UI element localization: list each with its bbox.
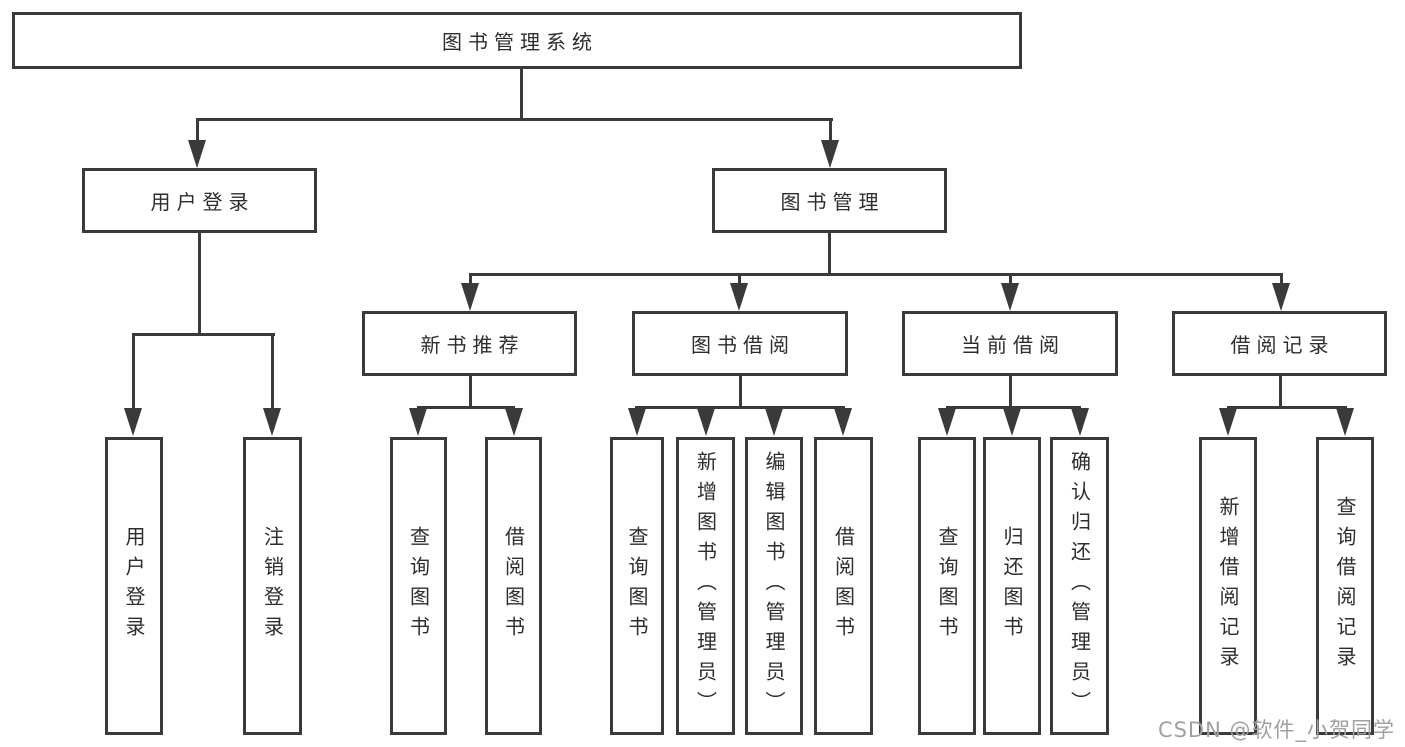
connector-bar bbox=[946, 406, 1081, 409]
arrowhead-down-icon bbox=[1219, 408, 1237, 436]
node-user-login: 用户登录 bbox=[82, 168, 317, 233]
connector-stem bbox=[1278, 376, 1282, 406]
node-leaf-add-books-admin: 新增图书（管理员） bbox=[676, 437, 735, 735]
connector-drop bbox=[131, 336, 135, 411]
arrowhead-down-icon bbox=[1071, 408, 1089, 436]
connector-stem bbox=[738, 376, 742, 406]
node-label: 用户登录 bbox=[122, 526, 146, 646]
connector-drop bbox=[737, 276, 741, 286]
arrowhead-down-icon bbox=[1272, 283, 1290, 311]
node-leaf-query-borrow-record: 查询借阅记录 bbox=[1316, 437, 1374, 735]
node-label: 图书借阅 bbox=[691, 333, 795, 357]
arrowhead-down-icon bbox=[697, 408, 715, 436]
node-leaf-return-books: 归还图书 bbox=[983, 437, 1041, 735]
arrowhead-down-icon bbox=[938, 408, 956, 436]
connector-stem bbox=[468, 376, 472, 406]
arrowhead-down-icon bbox=[1001, 283, 1019, 311]
node-label: 查询图书 bbox=[625, 526, 649, 646]
connector-stem bbox=[519, 69, 523, 118]
arrowhead-down-icon bbox=[124, 408, 142, 436]
node-label: 编辑图书（管理员） bbox=[762, 451, 786, 721]
connector-drop bbox=[195, 121, 199, 143]
node-leaf-query-books-recommend: 查询图书 bbox=[390, 437, 447, 735]
node-label: 查询图书 bbox=[406, 526, 431, 646]
node-label: 用户登录 bbox=[150, 190, 255, 214]
connector-drop bbox=[1279, 276, 1283, 286]
node-book-borrowing: 图书借阅 bbox=[632, 311, 848, 376]
node-leaf-query-books-current: 查询图书 bbox=[918, 437, 976, 735]
node-label: 新增图书（管理员） bbox=[693, 451, 718, 721]
node-leaf-confirm-return-admin: 确认归还（管理员） bbox=[1050, 437, 1109, 735]
connector-bar bbox=[1227, 406, 1347, 409]
arrowhead-down-icon bbox=[730, 283, 748, 311]
node-label: 图书管理 bbox=[780, 190, 885, 214]
node-new-book-recommendation: 新书推荐 bbox=[362, 311, 577, 376]
connector-bar bbox=[196, 118, 833, 121]
node-label: 当前借阅 bbox=[961, 333, 1065, 357]
connector-drop bbox=[828, 121, 832, 143]
node-label: 注销登录 bbox=[260, 526, 285, 646]
arrowhead-down-icon bbox=[188, 140, 206, 168]
node-leaf-borrow-books: 借阅图书 bbox=[814, 437, 873, 735]
connector-bar bbox=[132, 333, 275, 336]
node-label: 借阅图书 bbox=[501, 526, 526, 646]
connector-stem bbox=[197, 233, 201, 333]
arrowhead-down-icon bbox=[1003, 408, 1021, 436]
node-leaf-logout: 注销登录 bbox=[243, 437, 302, 735]
node-leaf-add-borrow-record: 新增借阅记录 bbox=[1199, 437, 1257, 735]
node-label: 借阅记录 bbox=[1230, 333, 1335, 357]
arrowhead-down-icon bbox=[834, 408, 852, 436]
connector-drop bbox=[1008, 276, 1012, 286]
node-label: 确认归还（管理员） bbox=[1067, 451, 1092, 721]
node-borrowing-records: 借阅记录 bbox=[1172, 311, 1387, 376]
arrowhead-down-icon bbox=[461, 283, 479, 311]
node-label: 查询借阅记录 bbox=[1333, 496, 1357, 676]
arrowhead-down-icon bbox=[628, 408, 646, 436]
node-label: 归还图书 bbox=[1000, 526, 1024, 646]
arrowhead-down-icon bbox=[821, 140, 839, 168]
node-label: 图书管理系统 bbox=[442, 30, 598, 54]
node-label: 查询图书 bbox=[935, 526, 959, 646]
arrowhead-down-icon bbox=[263, 408, 281, 436]
connector-stem bbox=[827, 233, 831, 273]
connector-bar bbox=[635, 406, 845, 409]
watermark: CSDN @软件_小贺同学 bbox=[1157, 718, 1395, 742]
connector-drop bbox=[270, 336, 274, 411]
arrowhead-down-icon bbox=[765, 408, 783, 436]
node-label: 新增借阅记录 bbox=[1216, 496, 1240, 676]
connector-drop bbox=[468, 276, 472, 286]
node-library-management-system: 图书管理系统 bbox=[12, 12, 1022, 69]
node-label: 借阅图书 bbox=[831, 526, 856, 646]
arrowhead-down-icon bbox=[409, 408, 427, 436]
connector-stem bbox=[1008, 376, 1012, 406]
node-label: 新书推荐 bbox=[420, 333, 525, 357]
arrowhead-down-icon bbox=[505, 408, 523, 436]
node-leaf-edit-books-admin: 编辑图书（管理员） bbox=[745, 437, 803, 735]
node-current-borrowing: 当前借阅 bbox=[902, 311, 1118, 376]
connector-bar bbox=[469, 273, 1283, 276]
node-leaf-user-login: 用户登录 bbox=[105, 437, 163, 735]
connector-bar bbox=[417, 406, 515, 409]
node-leaf-borrow-books-recommend: 借阅图书 bbox=[485, 437, 542, 735]
arrowhead-down-icon bbox=[1336, 408, 1354, 436]
node-book-management: 图书管理 bbox=[712, 168, 947, 233]
node-leaf-query-books-borrowing: 查询图书 bbox=[610, 437, 664, 735]
